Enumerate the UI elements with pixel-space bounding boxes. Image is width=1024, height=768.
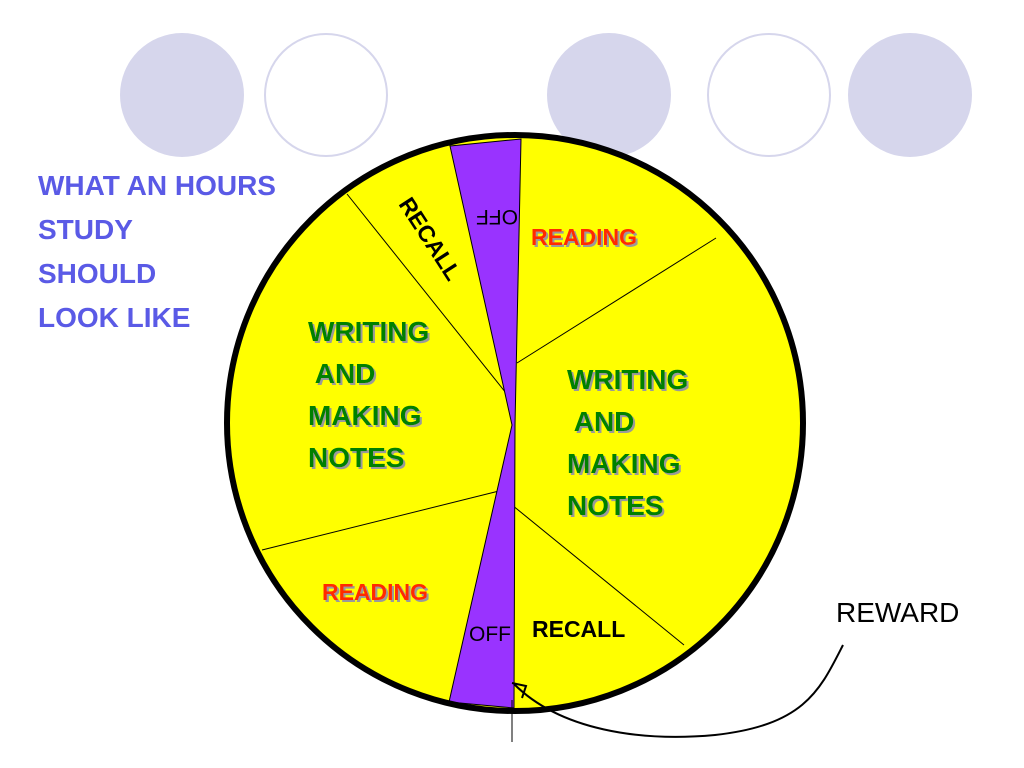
label-writing-right: WRITING AND MAKING NOTES bbox=[0, 0, 727, 521]
reward-label: REWARD bbox=[836, 597, 960, 628]
decorative-circle-4 bbox=[707, 33, 831, 157]
divider-line bbox=[346, 193, 511, 399]
label-off-top: OFF bbox=[476, 205, 518, 228]
reward-arrow bbox=[513, 644, 844, 738]
divider-line bbox=[261, 489, 504, 551]
writing-right-line-3: MAKING bbox=[567, 448, 681, 479]
writing-right-line-2: AND bbox=[567, 406, 634, 437]
decorative-circle-3 bbox=[547, 33, 671, 157]
page-title: WHAT AN HOURS STUDY SHOULD LOOK LIKE bbox=[38, 164, 276, 340]
title-line-1: WHAT AN HOURS bbox=[38, 170, 276, 201]
decorative-circle-1 bbox=[120, 33, 244, 157]
writing-left-line-2: AND bbox=[308, 358, 375, 389]
label-reading-top: READING bbox=[531, 224, 637, 250]
writing-left-line-4: NOTES bbox=[308, 442, 404, 473]
label-recall-bottom: RECALL bbox=[532, 616, 625, 642]
wheel-border bbox=[224, 132, 806, 714]
divider-line bbox=[516, 237, 717, 364]
title-line-3: SHOULD bbox=[38, 258, 157, 289]
writing-right-line-1: WRITING bbox=[567, 364, 688, 395]
decorative-circle-5 bbox=[848, 33, 972, 157]
title-line-2: STUDY bbox=[38, 214, 133, 245]
arrow-head bbox=[511, 682, 528, 699]
divider-line bbox=[511, 504, 685, 646]
label-off-bottom: OFF bbox=[469, 623, 511, 646]
label-reading-bottom: READING bbox=[322, 579, 428, 605]
writing-left-line-3: MAKING bbox=[308, 400, 422, 431]
title-line-4: LOOK LIKE bbox=[38, 302, 191, 333]
decorative-circle-2 bbox=[264, 33, 388, 157]
label-writing-left: WRITING AND MAKING NOTES bbox=[0, 0, 468, 473]
writing-left-line-1: WRITING bbox=[308, 316, 429, 347]
writing-right-line-4: NOTES bbox=[567, 490, 663, 521]
